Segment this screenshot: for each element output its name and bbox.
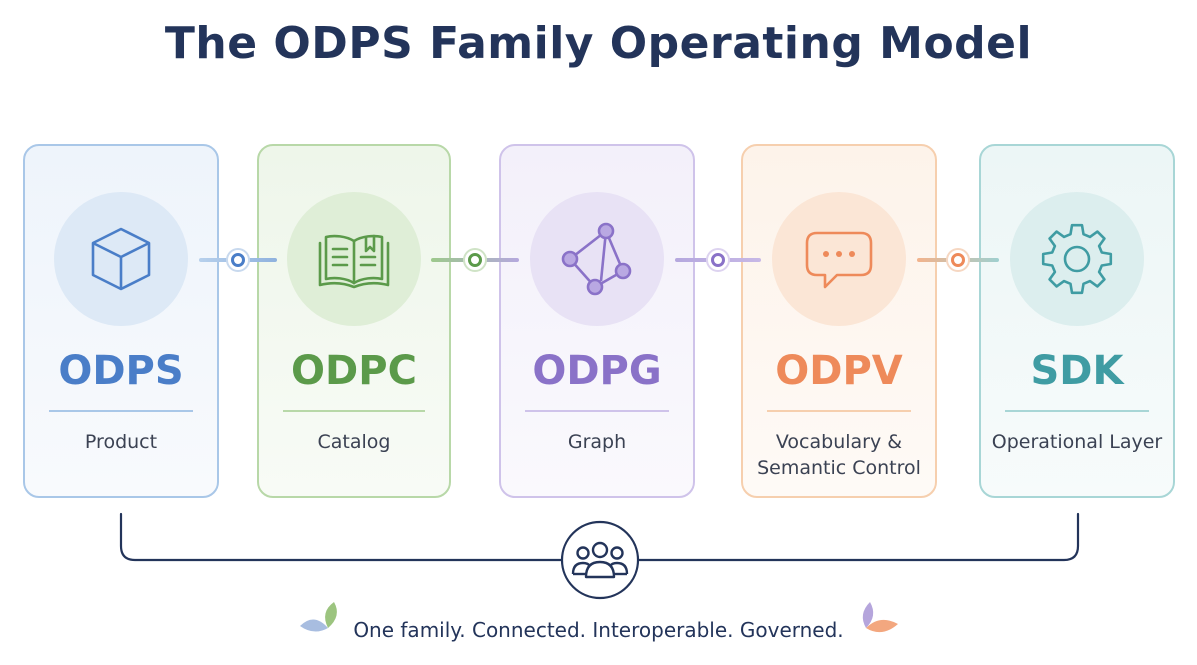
gear-icon-circle (1010, 192, 1144, 326)
card-subtitle-catalog: Catalog (317, 431, 391, 453)
card-acronym-odpg: ODPG (532, 348, 662, 394)
card-subtitle-vocabulary: Vocabulary & Semantic Control (751, 429, 927, 481)
connector-odpc-odpg (431, 248, 519, 272)
card-divider (49, 410, 193, 412)
card-subtitle-graph: Graph (567, 431, 627, 453)
card-odps: ODPS Product (23, 144, 219, 498)
footer-tagline: One family. Connected. Interoperable. Go… (353, 618, 844, 642)
card-odpc: ODPC Catalog (257, 144, 451, 498)
connector-odpg-odpv (675, 248, 761, 272)
chat-bubble-icon-circle (772, 192, 906, 326)
connector-node (463, 248, 487, 272)
card-divider (1005, 410, 1149, 412)
card-acronym-sdk: SDK (1030, 348, 1124, 394)
card-divider (525, 410, 669, 412)
people-group-icon (560, 520, 640, 600)
card-subtitle-line-2: Semantic Control (757, 457, 921, 479)
leaf-decoration-left (300, 602, 337, 632)
page-title: The ODPS Family Operating Model (164, 18, 1033, 69)
card-divider (283, 410, 425, 412)
open-book-icon-circle (287, 192, 421, 326)
card-divider (767, 410, 911, 412)
leaf-decoration-right (862, 602, 898, 633)
cube-icon-circle (54, 192, 188, 326)
card-acronym-odpv: ODPV (775, 348, 903, 394)
open-book-icon (318, 234, 390, 289)
graph-nodes-icon (561, 222, 632, 296)
graph-nodes-icon-circle (530, 192, 664, 326)
chat-bubble-icon (805, 231, 873, 289)
card-sdk: SDK Operational Layer (979, 144, 1175, 498)
card-odpg: ODPG Graph (499, 144, 695, 498)
cube-icon (91, 227, 151, 291)
connector-node (946, 248, 970, 272)
card-acronym-odps: ODPS (58, 348, 184, 394)
connector-node (226, 248, 250, 272)
card-subtitle-product: Product (84, 431, 158, 453)
gear-icon (1041, 223, 1113, 295)
connector-odpv-sdk (917, 248, 999, 272)
card-subtitle-line-1: Vocabulary & (775, 431, 903, 453)
connector-odps-odpc (199, 248, 277, 272)
connector-node (706, 248, 730, 272)
card-subtitle-operational: Operational Layer (991, 431, 1163, 453)
card-odpv: ODPV Vocabulary & Semantic Control (741, 144, 937, 498)
card-acronym-odpc: ODPC (291, 348, 417, 394)
